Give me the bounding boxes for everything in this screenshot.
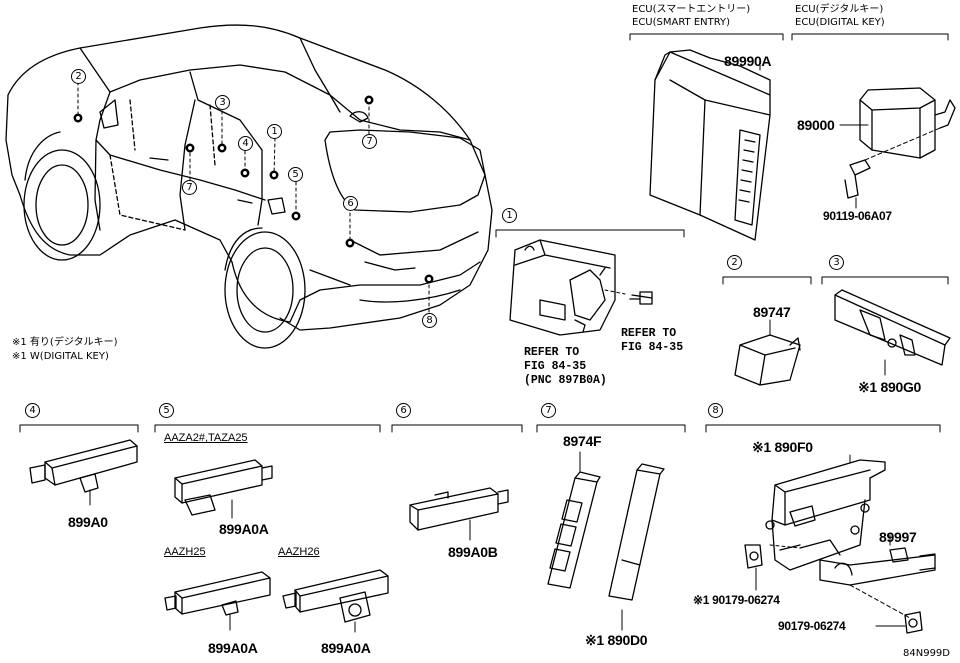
part-89747: 89747 [753, 304, 791, 320]
car-callout-3: 3 [215, 95, 230, 110]
group1-number: 1 [502, 208, 517, 223]
ecu-smart-entry-jp: ECU(スマートエントリー) [632, 4, 751, 15]
car-callout-1: 1 [267, 124, 282, 139]
ecu-smart-entry-drawing [649, 49, 771, 241]
part-890D0: ※1 890D0 [585, 632, 648, 648]
group3-number: 3 [829, 255, 844, 270]
group1-assembly-drawing [509, 239, 653, 336]
group8-number: 8 [708, 403, 723, 418]
part-890F0: ※1 890F0 [752, 439, 813, 455]
ecu-digital-key-en: ECU(DIGITAL KEY) [795, 17, 885, 28]
car-callout-7a: 7 [182, 180, 197, 195]
part-8974F: 8974F [563, 433, 602, 449]
bolt-90179-06274-b: 90179-06274 [778, 619, 846, 633]
part-899A0A-3: 899A0A [321, 640, 371, 656]
car-callout-4: 4 [238, 136, 253, 151]
vehicle-illustration [5, 24, 493, 349]
ref-bottom-line-2: FIG 84-35 [524, 360, 587, 373]
group2-number: 2 [727, 255, 742, 270]
group7-number: 7 [541, 403, 556, 418]
bolt-90179-06274-a: ※1 90179-06274 [693, 593, 780, 607]
ref-bottom-line-1: REFER TO [524, 346, 580, 359]
part-89000: 89000 [797, 117, 835, 133]
legend-line-1: ※1 有り(デジタルキー) [12, 337, 118, 348]
group4-number: 4 [25, 403, 40, 418]
group7-parts-drawing [547, 451, 665, 631]
car-callout-6: 6 [343, 196, 358, 211]
car-callout-5: 5 [288, 167, 303, 182]
group5-variant-1: AAZA2#,TAZA25 [164, 432, 248, 444]
group5-variant-3: AAZH26 [278, 546, 320, 558]
group6-part-drawing [409, 487, 509, 541]
diagram-code: 84N999D [903, 648, 950, 659]
ref-right-line-2: FIG 84-35 [621, 341, 684, 354]
part-89997: 89997 [879, 529, 917, 545]
car-callout-2: 2 [71, 69, 86, 84]
ecu-digital-key-jp: ECU(デジタルキー) [795, 4, 884, 15]
car-callout-7b: 7 [362, 134, 377, 149]
group5-parts-drawing [164, 459, 389, 633]
part-899A0A-1: 899A0A [219, 521, 269, 537]
group2-part-drawing [734, 319, 801, 386]
group5-number: 5 [159, 403, 174, 418]
group4-part-drawing [29, 439, 138, 506]
part-89990A: 89990A [724, 53, 772, 69]
group5-variant-2: AAZH25 [164, 546, 206, 558]
legend-line-2: ※1 W(DIGITAL KEY) [12, 351, 109, 362]
part-899A0: 899A0 [68, 514, 108, 530]
ref-right-line-1: REFER TO [621, 327, 677, 340]
bolt-90119-06A07: 90119-06A07 [823, 209, 892, 223]
ecu-digital-key-drawing [839, 87, 956, 209]
group6-number: 6 [396, 403, 411, 418]
ref-bottom-line-3: (PNC 897B0A) [524, 374, 607, 387]
ecu-smart-entry-en: ECU(SMART ENTRY) [632, 17, 731, 28]
group1-ref-bottom: REFER TO FIG 84-35 (PNC 897B0A) [524, 346, 607, 388]
group3-part-drawing [834, 289, 951, 376]
group1-ref-right: REFER TO FIG 84-35 [621, 327, 683, 355]
car-callout-8: 8 [422, 313, 437, 328]
group-brackets [19, 33, 949, 433]
group8-parts-drawing [744, 454, 936, 634]
part-899A0B: 899A0B [448, 544, 498, 560]
part-890G0: ※1 890G0 [858, 379, 922, 395]
part-899A0A-2: 899A0A [208, 640, 258, 656]
